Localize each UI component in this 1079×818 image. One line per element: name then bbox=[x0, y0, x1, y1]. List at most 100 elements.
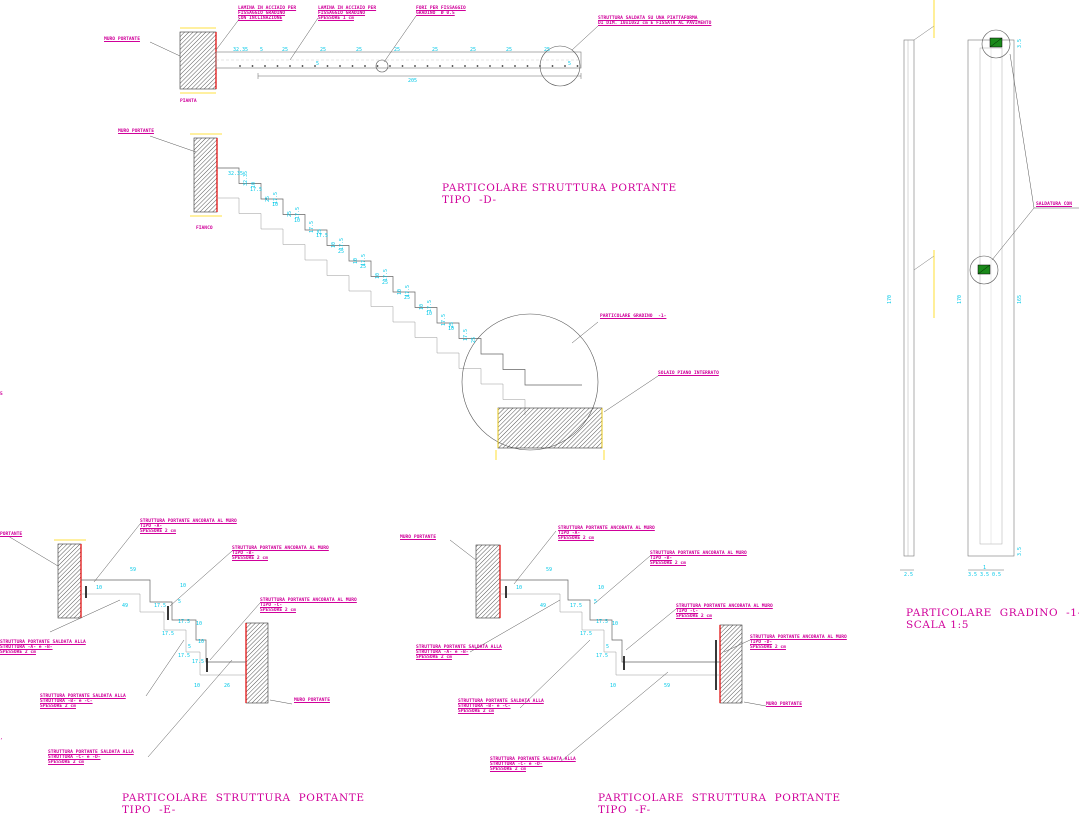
plan-dim: 25 bbox=[282, 47, 289, 53]
stair-dim: 25 bbox=[360, 264, 367, 270]
gradino-note-saldatura: SALDATURA CON bbox=[1036, 202, 1072, 207]
plan-pianta-label: PIANTA bbox=[180, 99, 197, 104]
plan-hole bbox=[376, 65, 379, 67]
detail-f-dim: 17.5 bbox=[580, 631, 593, 637]
detail-e-dim: 10 bbox=[196, 621, 203, 627]
title-gradino: PARTICOLARE GRADINO -1- SCALA 1:5 bbox=[906, 607, 1079, 631]
detail-e-dim: 17.5 bbox=[162, 631, 175, 637]
detail-f-note-cd: STRUTTURA PORTANTE SALDATA ALLA STRUTTUR… bbox=[490, 757, 576, 773]
plan-dim: 32.35 bbox=[233, 47, 249, 53]
weld-callout-top bbox=[981, 29, 1011, 59]
detail-f-note-bc: STRUTTURA PORTANTE SALDATA ALLA STRUTTUR… bbox=[458, 699, 544, 715]
stair-dim: 32.35 bbox=[228, 171, 244, 177]
step-detail-circle bbox=[461, 313, 599, 451]
gradino-dim: 3.5 bbox=[1017, 38, 1023, 48]
plan-hole bbox=[301, 65, 304, 67]
detail-e-muro-right: MURO PORTANTE bbox=[294, 698, 330, 703]
stair-dim: 10 bbox=[419, 303, 425, 310]
stair-dim: 32.35 bbox=[243, 170, 249, 186]
gradino-dim: 3.5 bbox=[1017, 546, 1023, 556]
plan-dim: 5 bbox=[260, 47, 264, 53]
title-tipo-e: PARTICOLARE STRUTTURA PORTANTE TIPO -E- bbox=[122, 792, 365, 816]
stair-dim: 10 bbox=[375, 272, 381, 279]
title-tipo-d: PARTICOLARE STRUTTURA PORTANTE TIPO -D- bbox=[442, 182, 677, 206]
plan-hole bbox=[476, 65, 479, 67]
stair-dim: 25 bbox=[382, 279, 389, 286]
plan-note-lamina-incl: LAMINA IN ACCIAIO PER FISSAGGIO GRADINO … bbox=[238, 6, 297, 22]
stair-dim: 25 bbox=[338, 248, 345, 255]
detail-f-dim: 17.5 bbox=[596, 619, 609, 625]
step-detail-view bbox=[900, 0, 1079, 571]
plan-hole bbox=[489, 65, 491, 67]
plan-hole-callout bbox=[375, 59, 389, 73]
detail-f-dim: 59 bbox=[664, 683, 671, 689]
plan-holes bbox=[239, 65, 579, 67]
detail-f-wall-left bbox=[475, 544, 501, 619]
stair-dim: 25 bbox=[471, 336, 477, 343]
plan-hole bbox=[339, 65, 341, 67]
detail-e-dim: 59 bbox=[130, 567, 137, 573]
detail-e-dim: 10 bbox=[96, 585, 103, 591]
detail-f-dim: 10 bbox=[612, 621, 619, 627]
detail-f-muro-left: MURO PORTANTE bbox=[400, 535, 436, 540]
detail-e-note-ab: STRUTTURA PORTANTE SALDATA ALLA STRUTTUR… bbox=[0, 640, 86, 656]
detail-f-profile bbox=[500, 579, 720, 663]
plan-hole bbox=[401, 65, 404, 67]
detail-e-note-cd: STRUTTURA PORTANTE SALDATA ALLA STRUTTUR… bbox=[48, 750, 134, 766]
plan-hole bbox=[439, 65, 441, 67]
step-side-profile bbox=[903, 39, 915, 557]
gradino-dim: 3.5 bbox=[968, 572, 978, 578]
plan-hole bbox=[464, 65, 466, 67]
plan-dim: 5 bbox=[568, 61, 572, 67]
detail-f-note-a: STRUTTURA PORTANTE ANCORATA AL MURO TIPO… bbox=[558, 526, 655, 542]
plan-dim: 25 bbox=[394, 47, 401, 53]
plan-hole bbox=[351, 65, 354, 67]
gradino-dim: 2.5 bbox=[904, 572, 914, 578]
plan-note-lamina-1cm: LAMINA IN ACCIAIO PER FISSAGGIO GRADINO … bbox=[318, 6, 377, 22]
plan-wall bbox=[179, 31, 217, 90]
plan-hole bbox=[526, 65, 529, 67]
plan-dim: 25 bbox=[506, 47, 513, 53]
plan-hole bbox=[289, 65, 291, 67]
plan-hole bbox=[576, 65, 579, 67]
weld-callout-bottom bbox=[969, 255, 999, 285]
detail-e-dim: 5 bbox=[188, 644, 192, 650]
stair-dim: 17.5 bbox=[250, 186, 263, 193]
detail-f-dim: 10 bbox=[516, 585, 523, 591]
detail-f-wall-right bbox=[719, 624, 743, 704]
detail-f-dim: 10 bbox=[610, 683, 617, 689]
plan-hole bbox=[314, 65, 316, 67]
gradino-dim: 165 bbox=[1017, 294, 1023, 304]
gradino-dim: 3.5 bbox=[980, 572, 990, 578]
detail-e-dim: 10 bbox=[198, 639, 205, 645]
detail-e-muro-left: PORTANTE bbox=[0, 532, 23, 537]
plan-hole bbox=[451, 65, 454, 67]
stair-dim: 10 bbox=[272, 202, 279, 208]
detail-f-dim: 10 bbox=[598, 585, 605, 591]
detail-e-profile bbox=[81, 579, 246, 663]
plan-dim: 25 bbox=[470, 47, 477, 53]
detail-e-wall-right bbox=[245, 622, 269, 704]
plan-platform-callout bbox=[539, 45, 581, 87]
title-tipo-f: PARTICOLARE STRUTTURA PORTANTE TIPO -F- bbox=[598, 792, 841, 816]
stair-dim: 17.5 bbox=[441, 313, 447, 326]
detail-e-view bbox=[7, 523, 293, 758]
detail-f-muro-right: MURO PORTANTE bbox=[766, 702, 802, 707]
side-muro-label: MURO PORTANTE bbox=[118, 129, 154, 134]
stair-dim: 10 bbox=[397, 288, 403, 295]
stair-dim: 10 bbox=[426, 310, 433, 317]
plan-dim: 25 bbox=[544, 47, 551, 53]
detail-f-note-b: STRUTTURA PORTANTE ANCORATA AL MURO TIPO… bbox=[650, 551, 747, 567]
detail-e-dim: 17.5 bbox=[178, 653, 191, 659]
plan-dim: 5 bbox=[316, 61, 320, 67]
detail-f-view bbox=[449, 530, 767, 763]
detail-e-note-bc: STRUTTURA PORTANTE SALDATA ALLA STRUTTUR… bbox=[40, 694, 126, 710]
detail-f-dim: 17.5 bbox=[570, 603, 583, 609]
detail-e-dim: 26 bbox=[224, 683, 231, 689]
stair-dim: 17.5 bbox=[463, 328, 469, 341]
stair-dim: 10 bbox=[294, 217, 301, 224]
stair-dim: 10 bbox=[331, 241, 337, 248]
plan-hole bbox=[326, 65, 329, 67]
